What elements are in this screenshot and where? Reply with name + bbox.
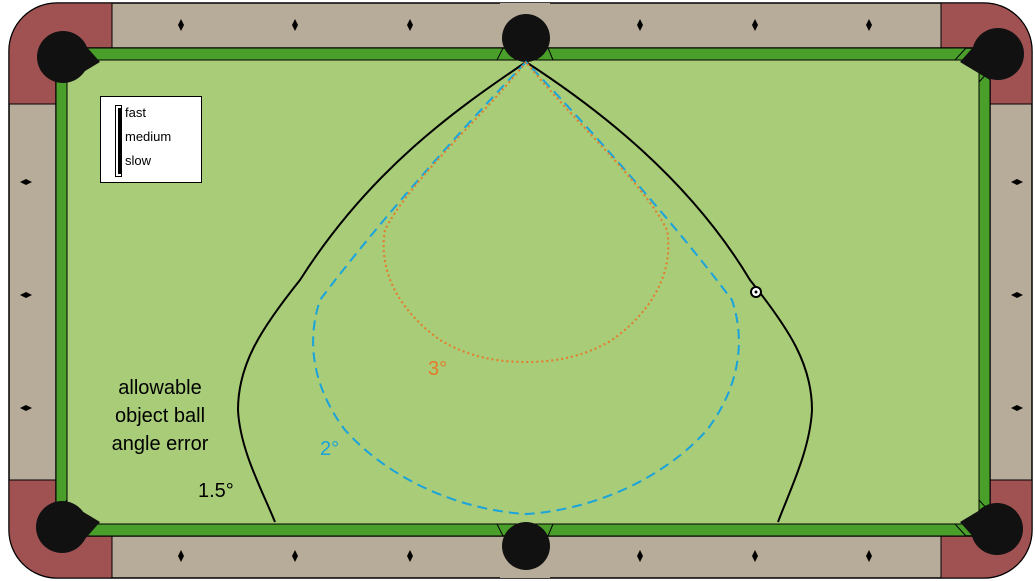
label-2-deg: 2°: [320, 438, 339, 460]
speed-legend-bar: [115, 105, 122, 177]
object-ball-center: [755, 291, 758, 294]
annotation-line-2: object ball: [115, 405, 205, 427]
annotation-line-1: allowable: [118, 377, 201, 399]
label-3-deg: 3°: [428, 358, 447, 380]
legend-medium-label: medium: [125, 129, 171, 144]
pocket-top-side: [502, 14, 550, 62]
legend-fast-label: fast: [125, 105, 146, 120]
speed-legend: fast medium slow: [100, 96, 202, 183]
annotation-line-3: angle error: [112, 433, 209, 455]
pocket-bottom-side: [502, 522, 550, 570]
label-1-5-deg: 1.5°: [198, 480, 234, 502]
legend-slow-label: slow: [125, 153, 151, 168]
